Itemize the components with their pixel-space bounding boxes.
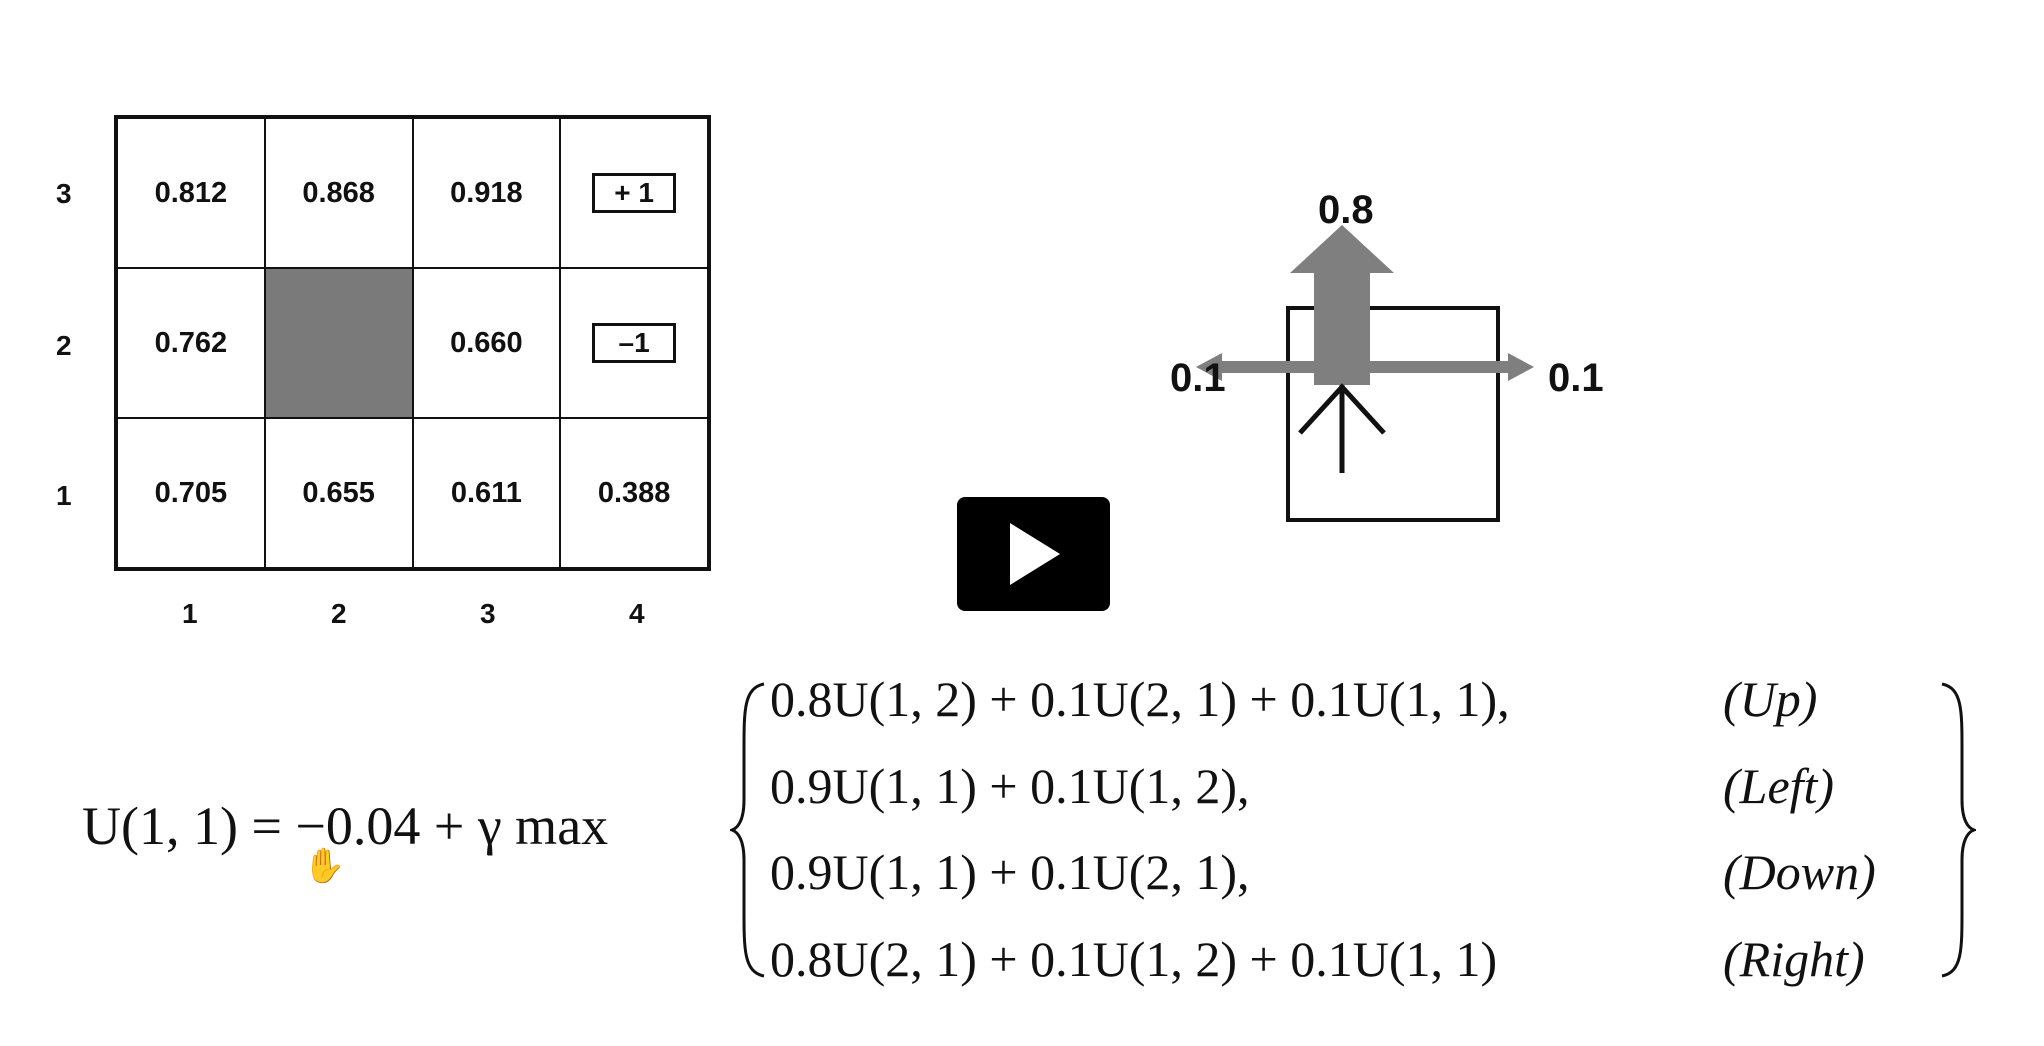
grid-world: 0.812 0.868 0.918 + 1 0.762 0.660 –1 0.7…: [114, 115, 711, 571]
cell-1-3: 0.812: [117, 118, 265, 268]
equation-lhs: U(1, 1) = −0.04 + γ max: [82, 796, 609, 856]
play-button[interactable]: [957, 497, 1110, 611]
up-arrow-icon: [1290, 225, 1394, 385]
prob-left: 0.1: [1170, 356, 1226, 400]
case-left-expr: 0.9U(1, 1) + 0.1U(1, 2),: [770, 758, 1250, 814]
terminal-plus-one: + 1: [592, 173, 677, 213]
cell-3-1: 0.611: [412, 418, 561, 568]
cell-4-2: –1: [560, 268, 708, 418]
cell-3-2: 0.660: [412, 268, 561, 418]
row-label-3: 3: [56, 178, 72, 209]
case-up-expr: 0.8U(1, 2) + 0.1U(2, 1) + 0.1U(1, 1),: [770, 671, 1510, 727]
case-down-expr: 0.9U(1, 1) + 0.1U(2, 1),: [770, 844, 1250, 900]
row-label-2: 2: [56, 330, 72, 361]
cell-4-1: 0.388: [560, 418, 708, 568]
row-label-1: 1: [56, 480, 72, 511]
case-right-expr: 0.8U(2, 1) + 0.1U(1, 2) + 0.1U(1, 1): [770, 931, 1498, 987]
right-brace: [1941, 682, 1976, 978]
cell-3-3: 0.918: [412, 118, 561, 268]
prob-forward: 0.8: [1318, 188, 1374, 232]
cell-2-3: 0.868: [264, 118, 413, 268]
right-arrow-icon: [1370, 353, 1534, 381]
prob-right: 0.1: [1548, 356, 1604, 400]
hand-cursor-icon: ✋: [303, 847, 346, 885]
case-left-action: (Left): [1723, 758, 1835, 814]
case-right-action: (Right): [1723, 931, 1865, 987]
col-label-2: 2: [331, 598, 347, 629]
col-label-4: 4: [629, 598, 645, 629]
action-arrow-head: [1298, 383, 1386, 435]
case-down-action: (Down): [1723, 844, 1876, 900]
terminal-minus-one: –1: [592, 323, 677, 363]
transition-diagram: 0.8 0.1 0.1: [1170, 188, 1604, 522]
cell-4-3: + 1: [560, 118, 708, 268]
cell-1-1: 0.705: [117, 418, 265, 568]
play-icon: [1009, 523, 1060, 585]
case-up-action: (Up): [1723, 671, 1818, 727]
cell-1-2: 0.762: [117, 268, 265, 418]
left-arrow-icon: [1196, 353, 1396, 381]
left-brace: [730, 682, 765, 978]
state-box: [1286, 306, 1500, 522]
cell-2-1: 0.655: [264, 418, 413, 568]
col-label-3: 3: [480, 598, 496, 629]
wall-cell: [264, 268, 413, 418]
col-label-1: 1: [182, 598, 198, 629]
